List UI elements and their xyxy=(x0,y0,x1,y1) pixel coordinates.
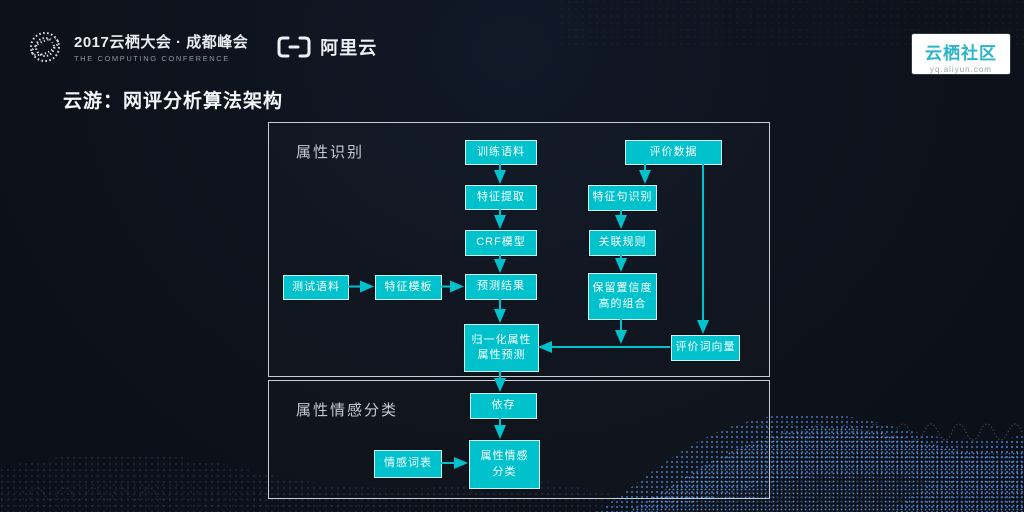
node-test-corpus: 测试语料 xyxy=(283,275,349,300)
conference-title-cn: 2017云栖大会 · 成都峰会 xyxy=(74,34,249,51)
community-badge-url: yq.aliyun.com xyxy=(930,65,992,74)
alicloud-label: 阿里云 xyxy=(320,38,378,58)
section-attribute-recognition: 属性识别 xyxy=(268,122,770,377)
node-dependency: 依存 xyxy=(470,393,537,419)
community-badge-name: 云栖社区 xyxy=(925,44,997,63)
header: 2017云栖大会 · 成都峰会 THE COMPUTING CONFERENCE… xyxy=(26,26,377,68)
node-association-rules: 关联规则 xyxy=(589,230,656,256)
section-label: 属性识别 xyxy=(296,144,365,161)
node-review-data: 评价数据 xyxy=(625,140,722,165)
section-label: 属性情感分类 xyxy=(296,402,399,419)
node-keep-high-confidence: 保留置信度 高的组合 xyxy=(588,273,657,320)
node-sentiment-lexicon: 情感词表 xyxy=(374,450,442,478)
conference-globe-icon xyxy=(30,32,60,62)
conference-title-en: THE COMPUTING CONFERENCE xyxy=(74,54,230,63)
alicloud-logo: 阿里云 xyxy=(276,34,377,60)
alicloud-bracket-icon xyxy=(277,36,311,58)
conference-title: 2017云栖大会 · 成都峰会 THE COMPUTING CONFERENCE xyxy=(74,31,248,63)
community-badge: 云栖社区 yq.aliyun.com xyxy=(912,34,1010,74)
section-attribute-sentiment: 属性情感分类 xyxy=(268,380,770,499)
page-title: 云游：网评分析算法架构 xyxy=(63,91,284,112)
node-feature-sentence-recognition: 特征句识别 xyxy=(588,185,657,211)
node-train-corpus: 训练语料 xyxy=(465,140,537,165)
conference-logo: 2017云栖大会 · 成都峰会 THE COMPUTING CONFERENCE xyxy=(26,26,248,68)
node-prediction-result: 预测结果 xyxy=(465,274,537,300)
node-feature-extraction: 特征提取 xyxy=(465,185,537,210)
node-feature-template: 特征模板 xyxy=(375,275,442,300)
node-evaluation-word-vector: 评价词向量 xyxy=(671,335,740,361)
node-crf-model: CRF模型 xyxy=(465,230,537,256)
node-normalized-attribute-prediction: 归一化属性 属性预测 xyxy=(464,324,539,372)
node-attribute-sentiment-classification: 属性情感 分类 xyxy=(469,440,540,489)
